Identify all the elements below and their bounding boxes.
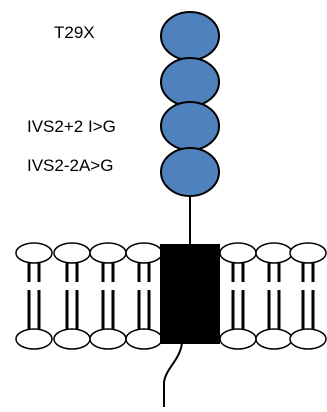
- lipid-head-outer: [53, 242, 91, 264]
- extracellular-domains: [160, 11, 220, 197]
- lipid-head-outer: [89, 242, 127, 264]
- lipid-bilayer-left: [15, 242, 163, 350]
- lipid-head-outer: [15, 242, 53, 264]
- lipid-head-outer: [255, 242, 293, 264]
- lipid-right-3: [289, 242, 327, 350]
- lipid-bilayer-right: [219, 242, 327, 350]
- extracellular-domain-4: [160, 147, 220, 197]
- transmembrane-domain: [160, 244, 220, 344]
- lipid-head-inner: [89, 328, 127, 350]
- lipid-head-inner: [125, 328, 163, 350]
- mutation-label-ivs2-plus2: IVS2+2 I>G: [27, 117, 116, 136]
- extracellular-domain-3: [160, 101, 220, 151]
- cytoplasmic-tail: [163, 342, 183, 407]
- lipid-left-1: [15, 242, 53, 350]
- lipid-head-inner: [53, 328, 91, 350]
- mutation-label-ivs2-minus2: IVS2-2A>G: [27, 156, 114, 175]
- lipid-right-1: [219, 242, 257, 350]
- lipid-head-inner: [289, 328, 327, 350]
- lipid-head-inner: [219, 328, 257, 350]
- lipid-left-3: [89, 242, 127, 350]
- lipid-head-outer: [125, 242, 163, 264]
- mutation-label-t29x: T29X: [54, 23, 95, 42]
- lipid-right-2: [255, 242, 293, 350]
- lipid-head-inner: [255, 328, 293, 350]
- lipid-head-inner: [15, 328, 53, 350]
- lipid-left-4: [125, 242, 163, 350]
- lipid-head-outer: [289, 242, 327, 264]
- extracellular-domain-2: [160, 57, 220, 107]
- extracellular-domain-1: [160, 11, 220, 61]
- lipid-left-2: [53, 242, 91, 350]
- lipid-head-outer: [219, 242, 257, 264]
